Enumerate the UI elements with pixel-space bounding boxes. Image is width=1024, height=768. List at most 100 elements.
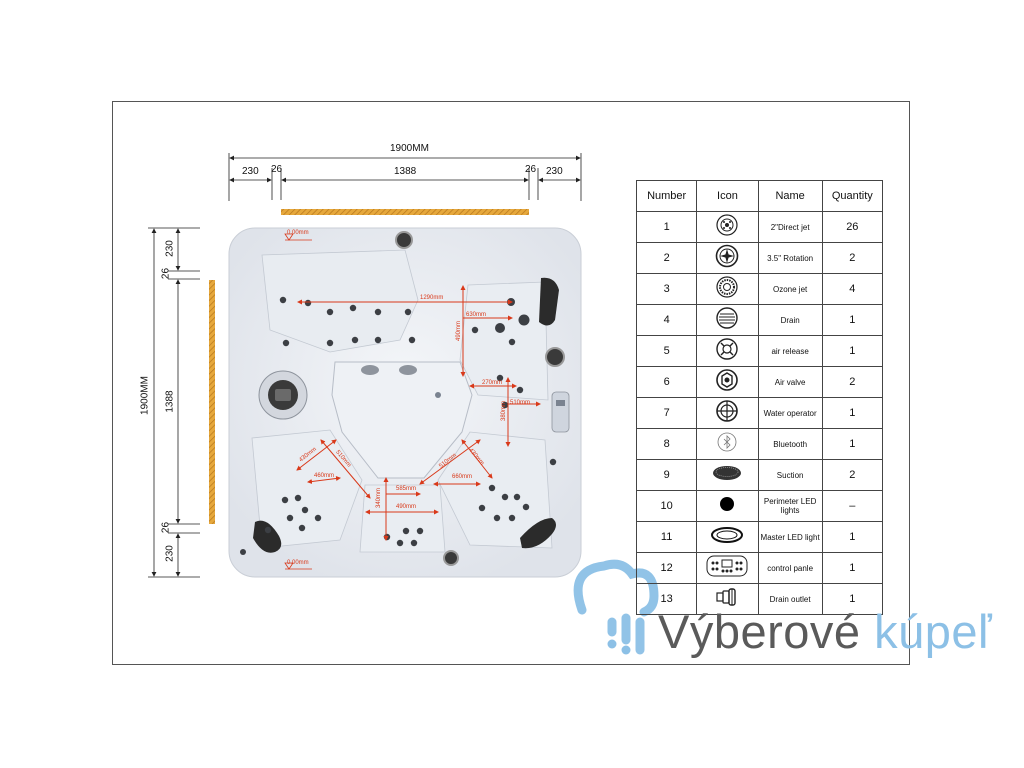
table-row: 7 Water operator 1 [635, 397, 884, 429]
table-row: 6 Air valve 2 [635, 366, 884, 398]
perimeter-led-icon [720, 496, 735, 511]
dim-top-left: 230 [242, 166, 259, 177]
row-name: Perimeter LED lights [757, 490, 823, 522]
tub-seat-upper-right [459, 281, 549, 401]
row-name: air release [757, 335, 823, 367]
dim-side-bottom: 230 [164, 545, 176, 562]
label-585: 585mm [396, 486, 417, 492]
row-quantity: 26 [821, 211, 884, 243]
ozone-jet-icon [716, 275, 739, 298]
row-quantity: 1 [821, 428, 884, 460]
internal-dimensions [296, 285, 541, 541]
row-number: 1 [635, 211, 698, 243]
dim-top-right-gap: 26 [525, 164, 537, 175]
row-number: 13 [635, 583, 698, 615]
label-340: 340mm [376, 488, 382, 509]
row-quantity: 2 [821, 366, 884, 398]
table-header-row: Number Icon Name Quantity [635, 180, 884, 212]
dim-top-total: 1900MM [390, 143, 429, 154]
drain-icon [716, 306, 739, 329]
header-icon: Icon [696, 180, 759, 212]
dim-side-inner: 1388 [164, 390, 176, 413]
row-name: Bluetooth [757, 428, 823, 460]
row-name: Master LED light [757, 521, 823, 553]
row-quantity: 1 [821, 583, 884, 615]
air-valve-icon [716, 368, 739, 391]
headrest-bottom-left [253, 520, 282, 553]
row-quantity: 1 [821, 335, 884, 367]
air-release-icon [716, 337, 739, 360]
row-name: 2"Direct jet [757, 211, 823, 243]
row-name: Water operator [757, 397, 823, 429]
row-quantity: 2 [821, 459, 884, 491]
top-dimensions [228, 153, 582, 201]
side-dimensions [148, 227, 200, 578]
row-number: 12 [635, 552, 698, 584]
component-table: Number Icon Name Quantity 1 2"Direct jet… [635, 180, 884, 615]
row-name: Drain outlet [757, 583, 823, 615]
table-row: 4 Drain 1 [635, 304, 884, 336]
row-name: Air valve [757, 366, 823, 398]
row-name: 3.5" Rotation [757, 242, 823, 274]
table-row: 9 Suction 2 [635, 459, 884, 491]
table-row: 8 Bluetooth 1 [635, 428, 884, 460]
dim-top-left-gap: 26 [271, 164, 283, 175]
dim-side-top: 230 [164, 240, 176, 257]
row-name: Ozone jet [757, 273, 823, 305]
dim-side-total: 1900MM [139, 376, 151, 415]
table-row: 12 control panle 1 [635, 552, 884, 584]
table-row: 3 Ozone jet 4 [635, 273, 884, 305]
row-name: control panle [757, 552, 823, 584]
row-quantity: 4 [821, 273, 884, 305]
dim-top-inner: 1388 [394, 166, 417, 177]
row-number: 10 [635, 490, 698, 522]
watermark-brand-dark: Výberové [658, 605, 861, 658]
row-number: 11 [635, 521, 698, 553]
row-quantity: 1 [821, 552, 884, 584]
water-operator-icon [716, 399, 739, 422]
header-number: Number [635, 180, 698, 212]
headrest-bottom-right [520, 518, 556, 549]
air-valve-knob [545, 347, 565, 367]
row-name: Drain [757, 304, 823, 336]
row-number: 2 [635, 242, 698, 274]
suction-icon [713, 465, 742, 480]
row-quantity: 1 [821, 304, 884, 336]
label-660: 660mm [452, 474, 473, 480]
label-380: 380mm [501, 401, 507, 422]
row-quantity: 2 [821, 242, 884, 274]
watermark-brand-light: kúpeľ [874, 605, 993, 658]
table-row: 5 air release 1 [635, 335, 884, 367]
row-number: 6 [635, 366, 698, 398]
label-490: 490mm [456, 321, 462, 342]
label-level-top: 0.00mm [287, 230, 309, 236]
drawing-frame [112, 101, 910, 665]
row-number: 5 [635, 335, 698, 367]
control-panel-icon [706, 555, 748, 576]
row-quantity: 1 [821, 521, 884, 553]
label-270: 270mm [482, 380, 503, 386]
watermark-brand: Výberové kúpeľ [658, 604, 992, 659]
level-markers [284, 233, 312, 570]
row-number: 4 [635, 304, 698, 336]
row-number: 9 [635, 459, 698, 491]
table-row: 11 Master LED light 1 [635, 521, 884, 553]
label-level-bottom: 0.00mm [287, 560, 309, 566]
label-1290: 1290mm [420, 295, 444, 301]
top-cover-strip [281, 209, 529, 215]
row-number: 8 [635, 428, 698, 460]
label-460: 460mm [314, 473, 335, 479]
row-name: Suction [757, 459, 823, 491]
header-quantity: Quantity [821, 180, 884, 212]
label-490-bottom: 490mm [396, 504, 417, 510]
header-name: Name [757, 180, 823, 212]
master-led-icon [711, 526, 744, 543]
table-row: 13 Drain outlet 1 [635, 583, 884, 615]
row-quantity: 1 [821, 397, 884, 429]
label-630: 630mm [466, 312, 487, 318]
row-quantity: – [821, 490, 884, 522]
rotation-jet-icon [716, 244, 739, 267]
tub-control-panel [551, 391, 570, 433]
table-row: 1 2"Direct jet 26 [635, 211, 884, 243]
